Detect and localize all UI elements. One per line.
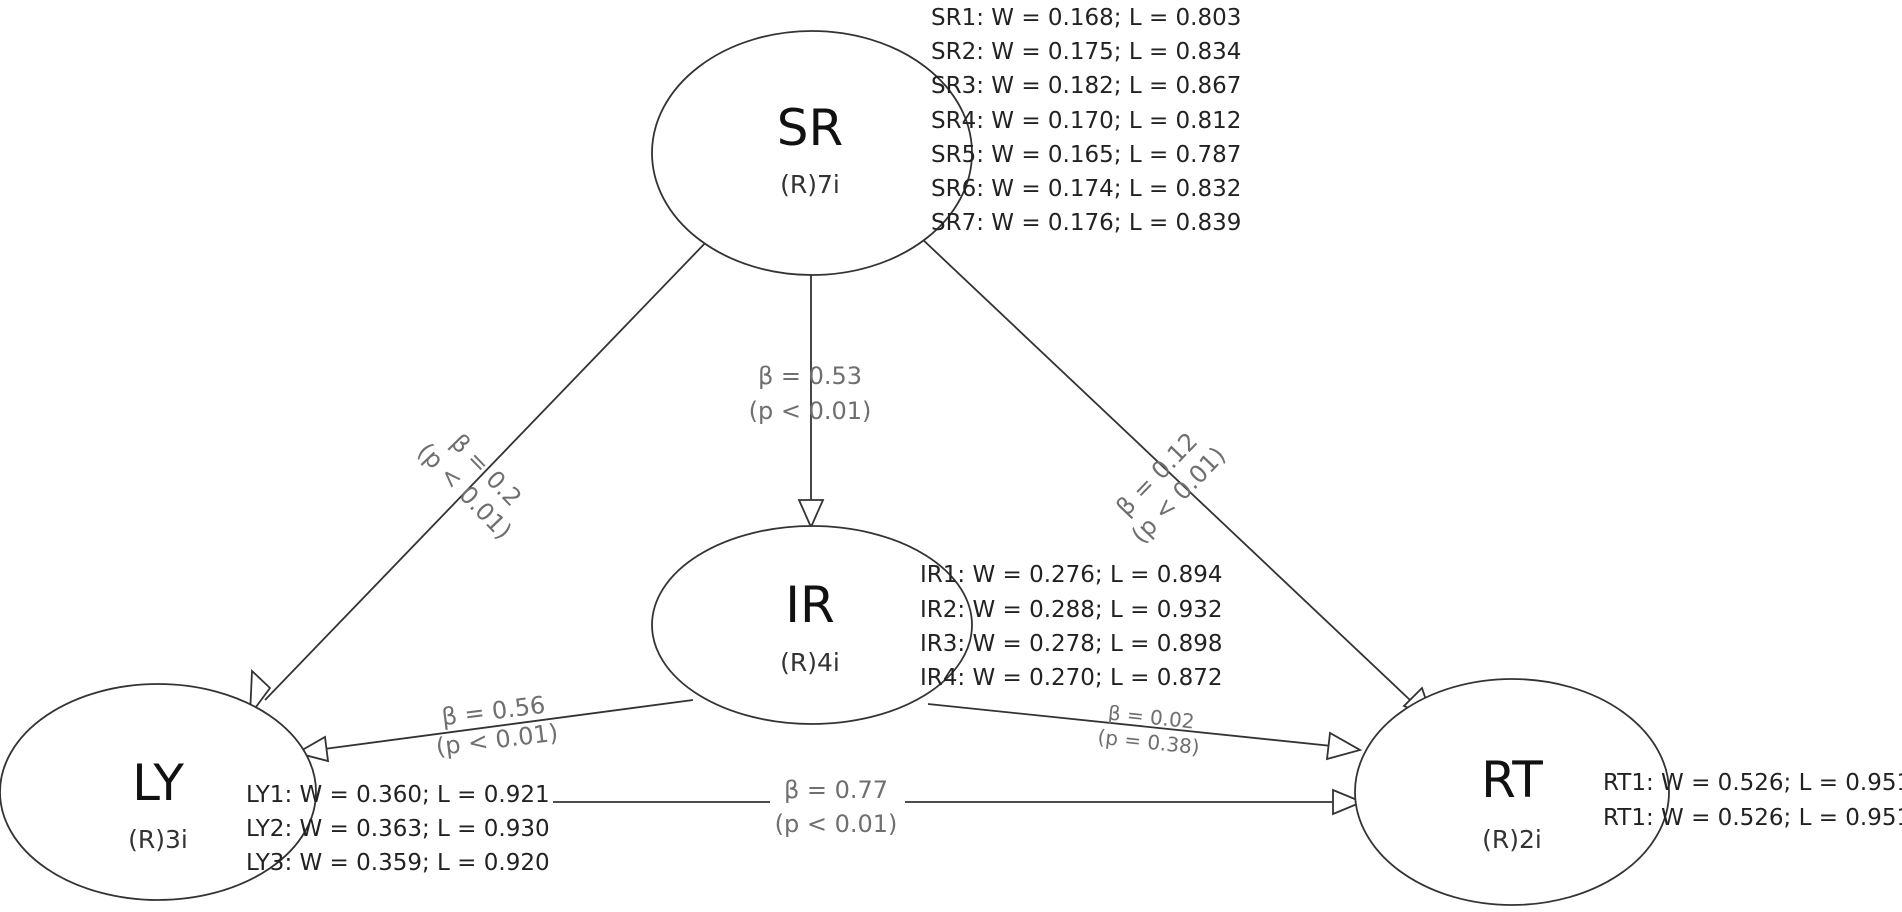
indicator-sr6: SR6: W = 0.174; L = 0.832: [931, 176, 1241, 202]
construct-ly-items: (R)3i: [128, 825, 188, 854]
indicator-ly3: LY3: W = 0.359; L = 0.920: [246, 850, 550, 876]
indicator-ir2: IR2: W = 0.288; L = 0.932: [920, 597, 1223, 623]
p-sr-ir: (p < 0.01): [749, 397, 872, 425]
indicator-sr3: SR3: W = 0.182; L = 0.867: [931, 73, 1241, 99]
indicator-sr7: SR7: W = 0.176; L = 0.839: [931, 210, 1241, 236]
ly-indicator-list: LY1: W = 0.360; L = 0.921 LY2: W = 0.363…: [246, 782, 550, 876]
construct-rt[interactable]: RT (R)2i: [1354, 678, 1670, 906]
construct-ly-name: LY: [132, 754, 184, 812]
path-sr-to-ly: [248, 237, 711, 718]
construct-sr-name: SR: [777, 99, 843, 157]
construct-ly[interactable]: LY (R)3i: [0, 683, 317, 901]
construct-ir[interactable]: IR (R)4i: [651, 525, 973, 725]
construct-sr-items: (R)7i: [780, 170, 840, 199]
label-ir-ly: β = 0.56 (p < 0.01): [434, 691, 559, 761]
label-sr-rt: β = 0.12 (p < 0.01): [1111, 427, 1232, 549]
indicator-sr5: SR5: W = 0.165; L = 0.787: [931, 142, 1241, 168]
path-ly-to-rt: [553, 788, 1365, 816]
construct-sr[interactable]: SR (R)7i: [651, 30, 973, 276]
construct-ir-items: (R)4i: [780, 648, 840, 677]
p-ly-rt: (p < 0.01): [775, 810, 898, 838]
indicator-ir3: IR3: W = 0.278; L = 0.898: [920, 631, 1223, 657]
indicator-sr4: SR4: W = 0.170; L = 0.812: [931, 108, 1241, 134]
indicator-ir1: IR1: W = 0.276; L = 0.894: [920, 562, 1223, 588]
indicator-sr1: SR1: W = 0.168; L = 0.803: [931, 5, 1241, 31]
indicator-ly1: LY1: W = 0.360; L = 0.921: [246, 782, 550, 808]
rt-indicator-list: RT1: W = 0.526; L = 0.951 RT1: W = 0.526…: [1603, 770, 1902, 831]
indicator-rt2: RT1: W = 0.526; L = 0.951: [1603, 805, 1902, 831]
construct-ir-name: IR: [785, 576, 835, 634]
construct-rt-items: (R)2i: [1482, 825, 1542, 854]
indicator-ir4: IR4: W = 0.270; L = 0.872: [920, 665, 1223, 691]
construct-rt-name: RT: [1481, 751, 1543, 809]
indicator-ly2: LY2: W = 0.363; L = 0.930: [246, 816, 550, 842]
ir-indicator-list: IR1: W = 0.276; L = 0.894 IR2: W = 0.288…: [920, 562, 1223, 691]
beta-ly-rt: β = 0.77: [784, 776, 888, 804]
indicator-rt1: RT1: W = 0.526; L = 0.951: [1603, 770, 1902, 796]
path-ir-to-rt: [927, 703, 1363, 761]
sr-indicator-list: SR1: W = 0.168; L = 0.803 SR2: W = 0.175…: [931, 5, 1241, 236]
label-ir-rt: β = 0.02 (p = 0.38): [1097, 701, 1201, 760]
label-sr-ir: β = 0.53 (p < 0.01): [749, 362, 872, 425]
indicator-sr2: SR2: W = 0.175; L = 0.834: [931, 39, 1241, 65]
label-ly-rt: β = 0.77 (p < 0.01): [770, 776, 905, 840]
beta-sr-ir: β = 0.53: [758, 362, 862, 390]
path-sr-to-ir: [797, 262, 825, 530]
